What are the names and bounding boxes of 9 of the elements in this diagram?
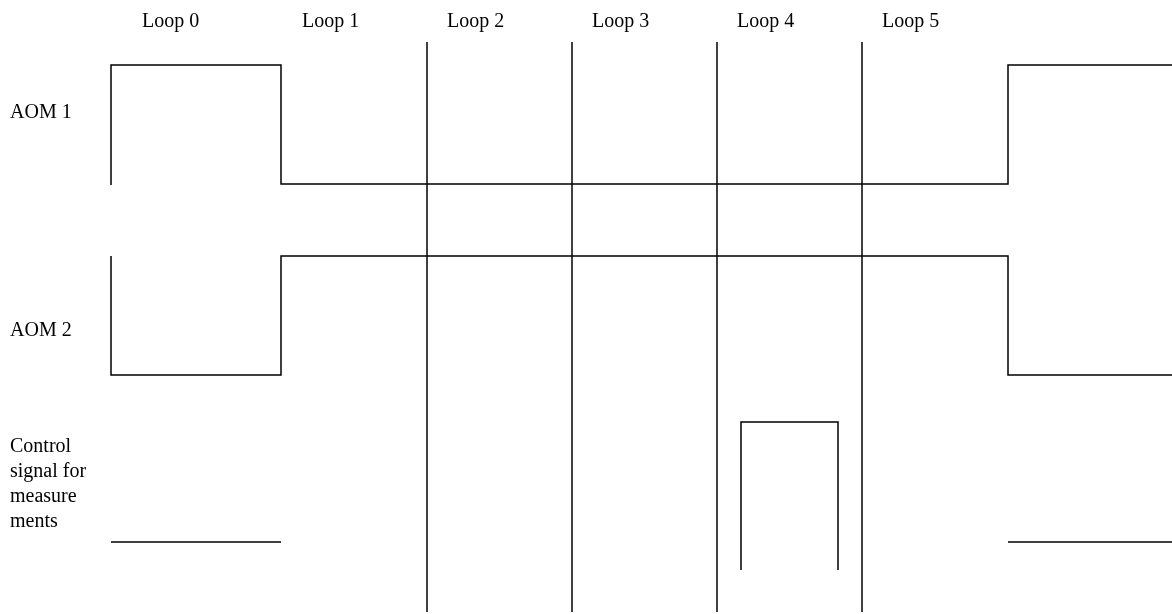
column-label: Loop 5 (882, 8, 940, 33)
column-label: Loop 2 (447, 8, 505, 33)
row-label: AOM 1 (10, 99, 72, 124)
column-label: Loop 4 (737, 8, 795, 33)
row-label: AOM 2 (10, 317, 72, 342)
row-label: Control signal for measure ments (10, 433, 88, 533)
column-label: Loop 0 (142, 8, 200, 33)
column-label: Loop 1 (302, 8, 360, 33)
column-label: Loop 3 (592, 8, 650, 33)
